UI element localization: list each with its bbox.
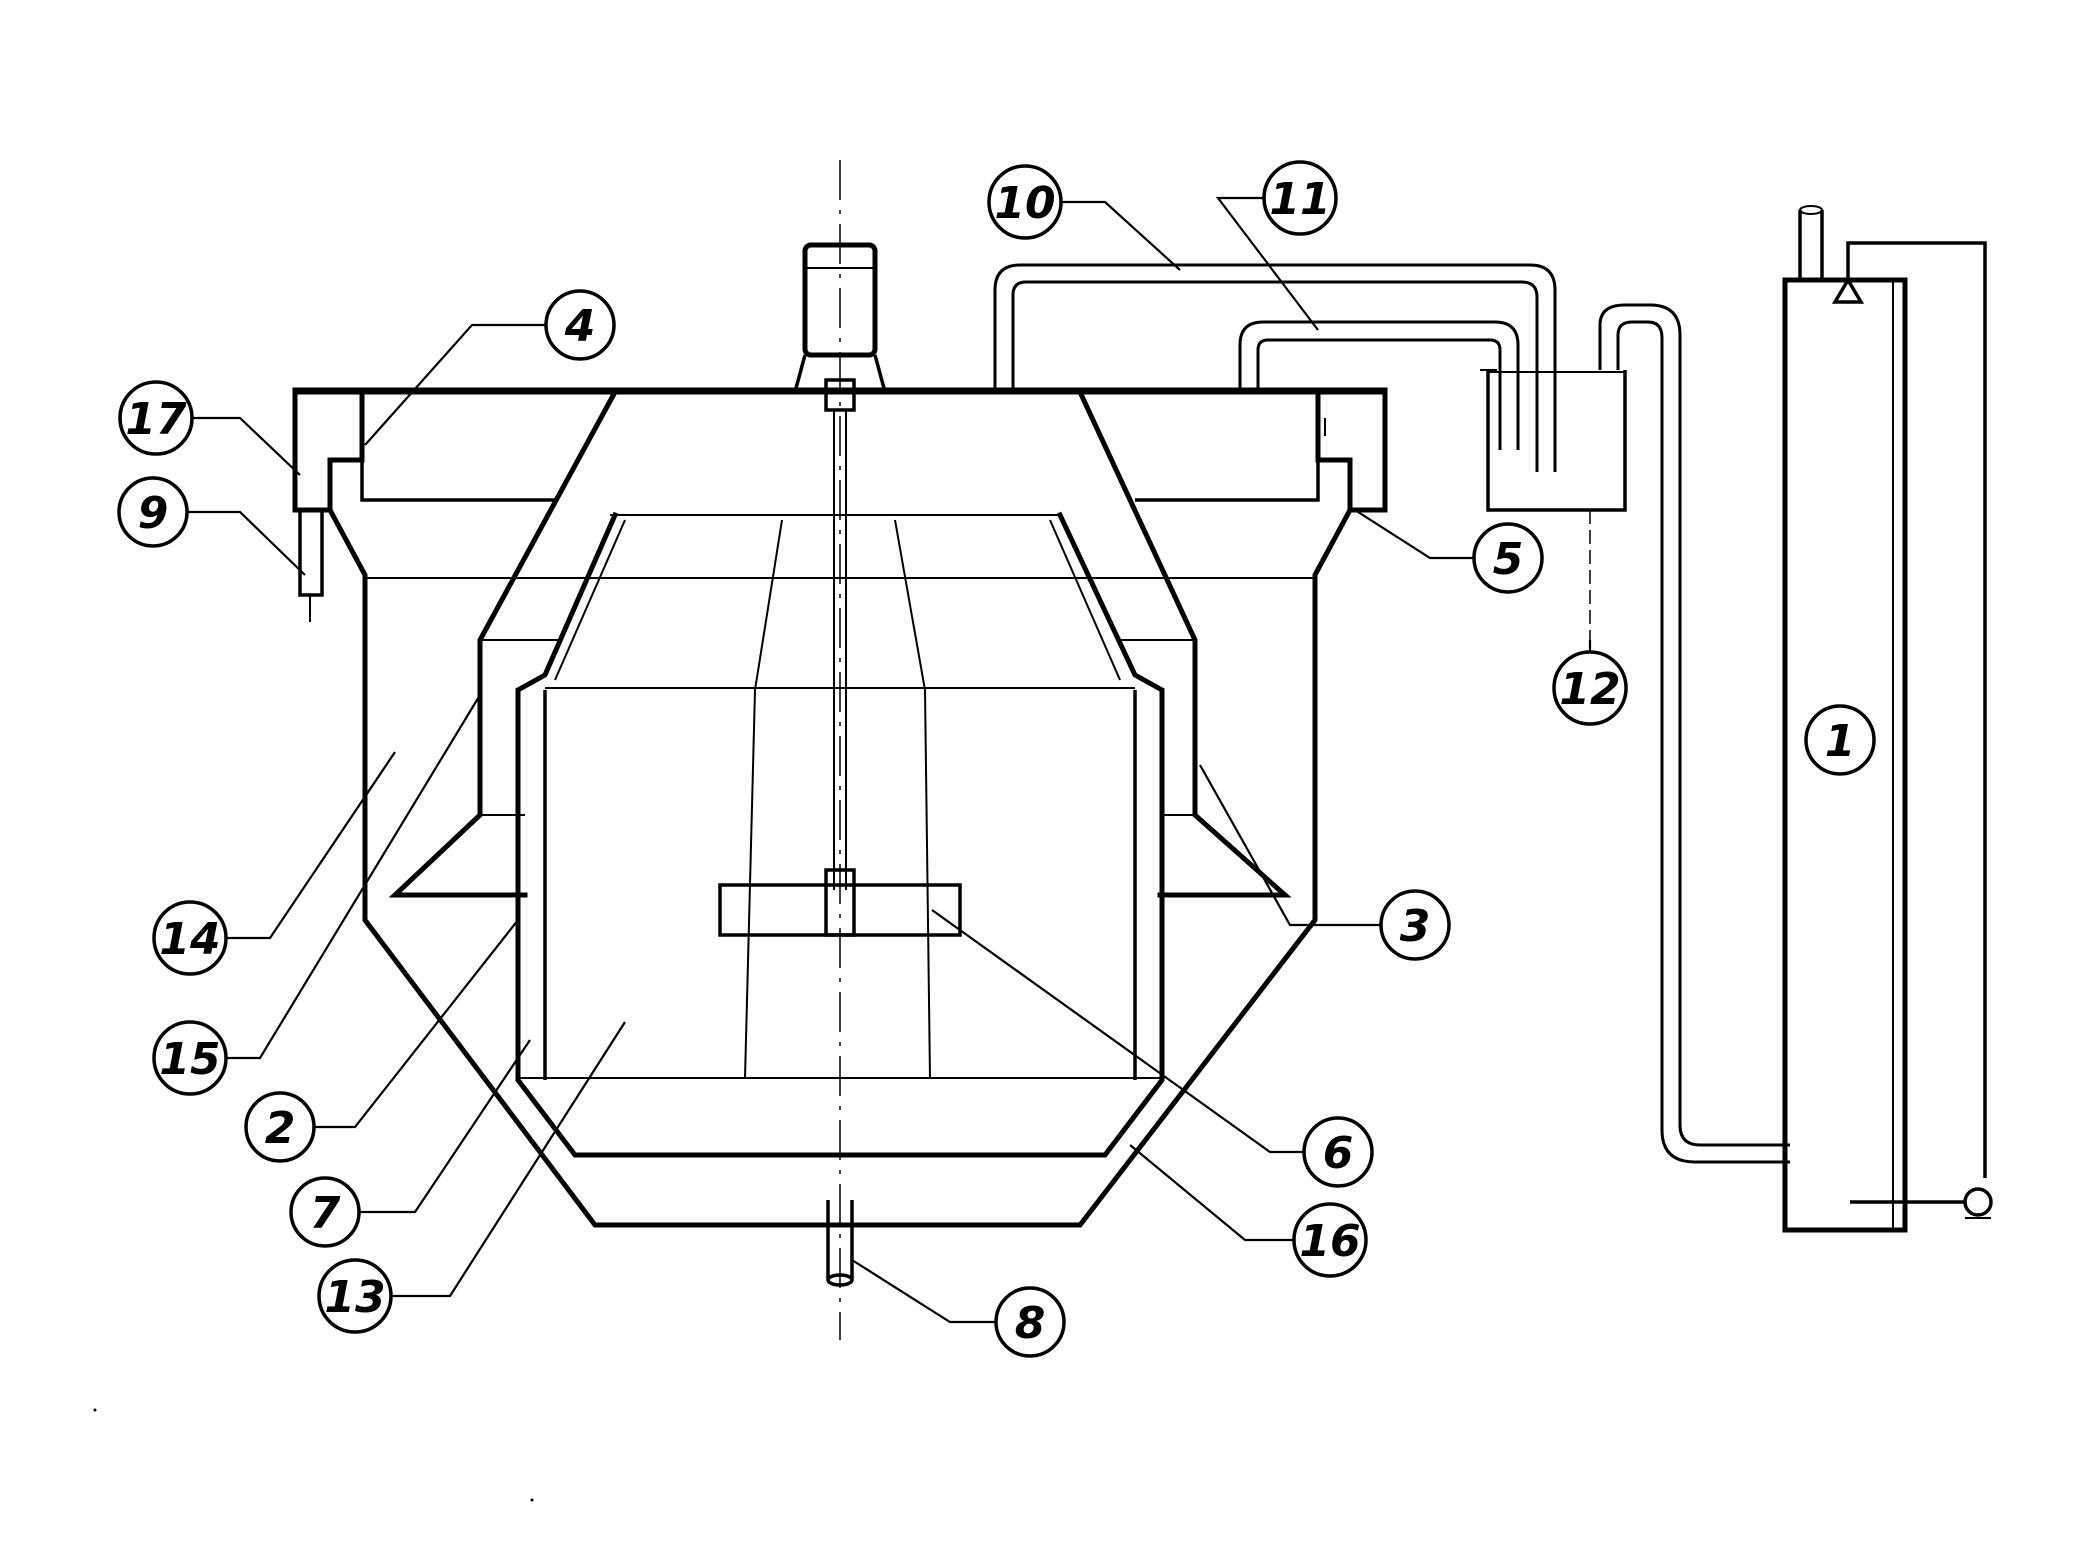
callout-7-text: 7: [310, 1188, 341, 1239]
return-pipe: [1598, 303, 1790, 1147]
outlet-pipe-9: [298, 510, 324, 597]
drain-pipe-8-end: [826, 1273, 854, 1287]
callout-3-text: 3: [1400, 901, 1431, 952]
leader-17: [192, 416, 301, 476]
callout-10: 10: [987, 164, 1063, 240]
water-seal-tank: [1486, 370, 1627, 512]
callout-11-text: 11: [1269, 174, 1330, 225]
gas-pipe-10: [993, 263, 1557, 472]
leader-14: [225, 751, 396, 940]
gas-pipe-11-inner: [1256, 338, 1502, 450]
leader-6: [931, 909, 1305, 1154]
drain-pipe-8: [826, 1200, 854, 1280]
callout-5-text: 5: [1493, 534, 1524, 585]
callout-12: 12: [1552, 650, 1628, 726]
leader-4: [364, 323, 550, 446]
callout-2: 2: [244, 1091, 316, 1163]
inner-reactor-wall: [515, 511, 1165, 1158]
gas-pipe-10-inner: [1011, 280, 1539, 472]
leader-9: [180, 510, 306, 576]
leader-10: [1060, 200, 1181, 271]
tank-1-inlet-end: [1799, 205, 1823, 215]
tank-1-inlet: [1798, 210, 1824, 280]
callout-15: 15: [152, 1020, 228, 1096]
callout-13: 13: [317, 1258, 393, 1334]
return-pipe-inner: [1616, 320, 1790, 1164]
weir-left-inner: [360, 460, 555, 502]
weir-right-inner: [1135, 460, 1320, 502]
draft-tube: [744, 519, 931, 1079]
callout-6: 6: [1302, 1116, 1374, 1188]
callout-9-text: 9: [138, 488, 169, 539]
inner-baffle: [543, 690, 1137, 1080]
motor: [802, 242, 878, 358]
callout-15-text: 15: [159, 1034, 220, 1085]
callout-4-text: 4: [564, 301, 596, 352]
callout-1-text: 1: [1825, 716, 1856, 767]
inner-cone-liner: [554, 519, 1121, 681]
callout-7: 7: [289, 1176, 361, 1248]
leader-11: [1215, 196, 1319, 331]
motor-base: [793, 354, 887, 393]
leader-13: [390, 1021, 626, 1298]
leader-15: [226, 694, 481, 1060]
gas-pipe-11: [1238, 320, 1520, 450]
pump: [1963, 1187, 1993, 1217]
callout-14-text: 14: [159, 914, 220, 965]
callout-1: 1: [1804, 704, 1876, 776]
callout-5: 5: [1472, 522, 1544, 594]
callout-16: 16: [1292, 1202, 1368, 1278]
spray-nozzle: [1831, 276, 1865, 304]
leader-3: [1199, 764, 1390, 927]
shaft-coupling: [824, 378, 856, 412]
callout-17-text: 17: [125, 394, 187, 445]
callout-9: 9: [117, 476, 189, 548]
impeller-hub: [824, 868, 856, 937]
leader-2: [302, 919, 519, 1129]
callout-13-text: 13: [324, 1272, 385, 1323]
callout-8-text: 8: [1015, 1298, 1046, 1349]
callout-2-text: 2: [265, 1103, 296, 1154]
scan-dot: [530, 1498, 534, 1502]
scan-dot: [93, 1408, 97, 1412]
leader-7: [348, 1039, 531, 1214]
weir-right: [1315, 387, 1388, 513]
callout-17: 17: [118, 380, 194, 456]
callout-14: 14: [152, 900, 228, 976]
leader-16: [1129, 1144, 1295, 1242]
leader-8: [851, 1259, 997, 1324]
callout-12-text: 12: [1559, 664, 1620, 715]
callout-10-text: 10: [994, 178, 1055, 229]
callout-11: 11: [1262, 160, 1338, 236]
callout-4: 4: [544, 289, 616, 361]
callout-6-text: 6: [1323, 1128, 1354, 1179]
tank-1: [1782, 277, 1908, 1233]
recirc-line: [1846, 241, 1987, 1178]
callout-16-text: 16: [1299, 1216, 1360, 1267]
callout-3: 3: [1379, 889, 1451, 961]
callout-8: 8: [994, 1286, 1066, 1358]
weir-left: [292, 387, 365, 513]
leader-5: [1354, 509, 1475, 560]
